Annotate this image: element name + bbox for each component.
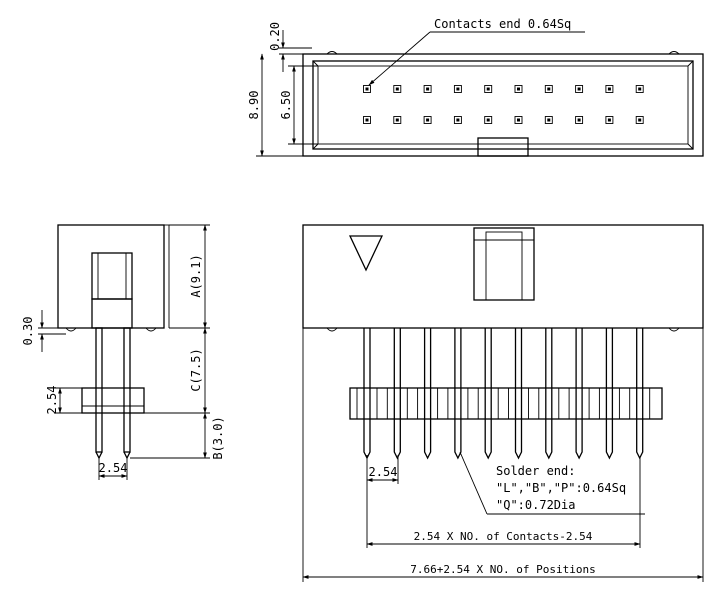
dim-6-50: 6.50: [279, 91, 293, 120]
side-view-body: [57, 224, 165, 329]
contact-square: [363, 85, 371, 93]
contact-square: [393, 116, 402, 124]
front-view: 2.54 Solder end: "L","B","P":0.64Sq "Q":…: [302, 224, 704, 582]
contact-center: [395, 118, 399, 122]
contact-center: [547, 118, 551, 122]
front-pin: [605, 328, 614, 460]
dim-contacts: 2.54 X NO. of Contacts-2.54: [414, 530, 593, 543]
front-pin: [575, 328, 583, 460]
dim-a: A(9.1): [189, 254, 203, 297]
contact-center: [456, 118, 460, 122]
contacts-grid: [363, 85, 644, 124]
dim-0-30: 0.30: [21, 317, 35, 346]
front-pin: [484, 328, 492, 460]
contact-center: [426, 87, 430, 91]
pin1-triangle-icon: [348, 235, 384, 272]
contact-center: [517, 118, 520, 122]
dim-spacer-2-54: 2.54: [45, 386, 59, 415]
front-pin: [514, 328, 523, 460]
front-view-latch: [473, 227, 535, 301]
contact-center: [517, 87, 520, 91]
contact-square: [514, 116, 523, 124]
contact-square: [484, 116, 493, 124]
contact-square: [635, 116, 644, 124]
polarization-key: [477, 137, 529, 157]
contact-square: [453, 85, 462, 93]
contact-square: [605, 116, 614, 124]
contact-square: [453, 116, 462, 124]
contact-square: [605, 85, 614, 93]
top-view: 0.20 8.90 6.50 Contacts end 0.64Sq: [247, 17, 704, 157]
dim-b: B(3.0): [211, 416, 225, 459]
dim-0-20: 0.20: [268, 22, 282, 51]
contact-square: [544, 116, 553, 124]
contact-center: [607, 87, 611, 91]
contact-center: [607, 118, 611, 122]
contact-center: [395, 87, 399, 91]
dim-side-pitch: 2.54: [99, 461, 128, 475]
contact-square: [363, 116, 371, 124]
front-pin: [545, 328, 553, 460]
contacts-end-label: Contacts end 0.64Sq: [434, 17, 571, 31]
contact-square: [423, 116, 432, 124]
front-pin: [423, 328, 432, 460]
side-pin-left: [95, 327, 103, 453]
top-view-inner-frame: [312, 60, 694, 150]
front-pin: [454, 328, 462, 460]
contact-square: [514, 85, 523, 93]
contact-center: [426, 118, 430, 122]
front-view-spacer: [349, 387, 663, 420]
front-pins: [363, 328, 644, 460]
contact-square: [484, 85, 493, 93]
side-view: 0.30 2.54 2.54 A(9.1) C(7.5) B(3.0): [21, 224, 225, 480]
contact-square: [635, 85, 644, 93]
contact-center: [365, 118, 369, 122]
contact-center: [638, 87, 642, 91]
dim-c: C(7.5): [189, 348, 203, 391]
spacer-cells: [356, 388, 651, 419]
dim-8-90: 8.90: [247, 91, 261, 120]
contact-square: [423, 85, 432, 93]
contact-square: [575, 85, 584, 93]
solder-line-3: "Q":0.72Dia: [496, 498, 575, 512]
front-pin: [363, 328, 371, 460]
contact-square: [393, 85, 402, 93]
contact-center: [547, 87, 551, 91]
contact-center: [638, 118, 642, 122]
solder-line-1: Solder end:: [496, 464, 575, 478]
front-pin: [636, 328, 644, 460]
dim-positions: 7.66+2.54 X NO. of Positions: [410, 563, 595, 576]
contact-center: [577, 118, 581, 122]
contact-center: [365, 87, 369, 91]
contact-square: [544, 85, 553, 93]
top-view-inner-frame-2: [317, 65, 689, 145]
dim-front-pitch: 2.54: [369, 465, 398, 479]
contact-center: [486, 118, 490, 122]
contact-square: [575, 116, 584, 124]
contact-center: [456, 87, 460, 91]
top-view-outer-body: [302, 53, 704, 157]
front-pin: [393, 328, 401, 460]
side-view-spacer: [81, 387, 145, 414]
front-view-body: [302, 224, 704, 329]
contact-center: [486, 87, 490, 91]
contact-center: [577, 87, 581, 91]
solder-line-2: "L","B","P":0.64Sq: [496, 481, 626, 495]
side-pin-right: [123, 327, 131, 453]
